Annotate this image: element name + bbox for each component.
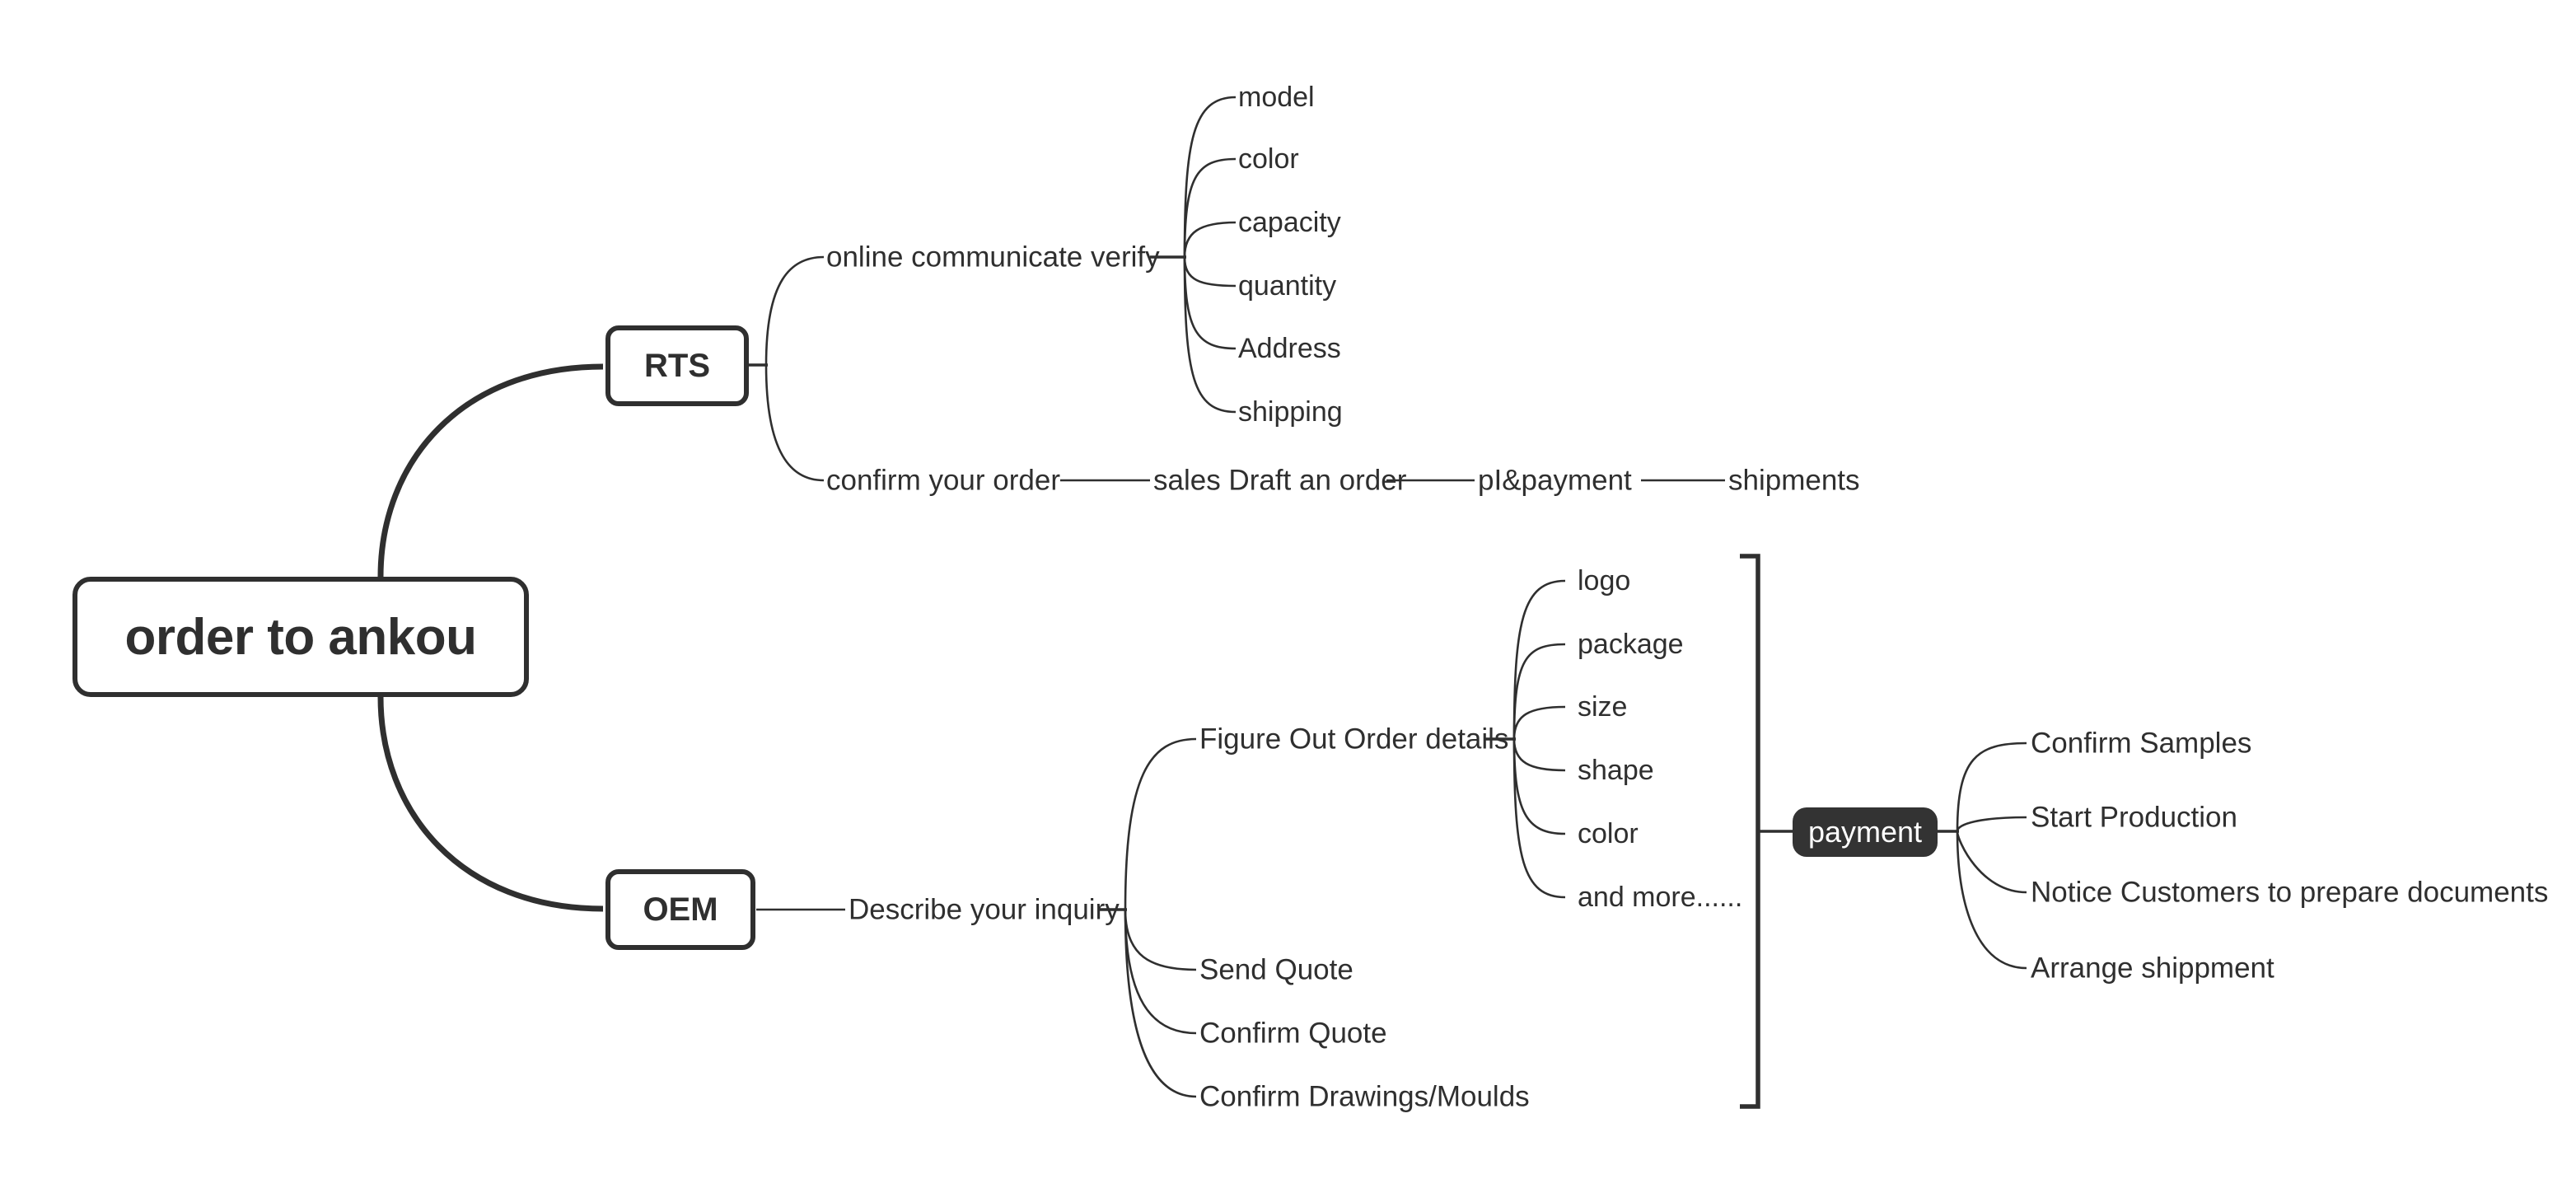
label-arrange-shippment[interactable]: Arrange shippment [2031, 952, 2274, 985]
branch-node-rts-label: RTS [644, 347, 710, 384]
label-quantity[interactable]: quantity [1238, 270, 1337, 302]
label-send-quote[interactable]: Send Quote [1199, 953, 1353, 986]
label-confirm-your-order[interactable]: confirm your order [826, 464, 1060, 497]
label-model[interactable]: model [1238, 82, 1315, 113]
link-food-to-size [1512, 705, 1566, 740]
link-dyi-to-confirm-quote [1124, 909, 1197, 1035]
label-size[interactable]: size [1578, 691, 1628, 723]
link-payment-to-start-production [1956, 816, 2027, 832]
label-online-communicate-verify[interactable]: online communicate verify [826, 241, 1160, 274]
label-address[interactable]: Address [1238, 333, 1341, 364]
branch-node-oem-label: OEM [643, 891, 718, 928]
label-shape[interactable]: shape [1578, 755, 1654, 786]
label-package[interactable]: package [1578, 629, 1684, 660]
label-figure-out-order-details[interactable]: Figure Out Order details [1199, 723, 1509, 756]
root-node-label: order to ankou [124, 608, 477, 666]
label-logo[interactable]: logo [1578, 565, 1631, 597]
node-payment[interactable]: payment [1793, 807, 1938, 857]
link-rts-to-confirm-your-order [764, 364, 825, 482]
link-ocv-to-quantity [1183, 256, 1237, 288]
link-food-to-shape [1512, 738, 1566, 772]
link-food-to-and-more [1512, 738, 1566, 899]
link-dyi-to-figure-out-order-details [1124, 737, 1197, 910]
root-node[interactable]: order to ankou [72, 577, 529, 697]
label-capacity[interactable]: capacity [1238, 207, 1341, 238]
link-ocv-to-address [1183, 256, 1237, 350]
link-payment-to-notice-customers [1956, 830, 2027, 894]
link-ocv-to-capacity [1183, 221, 1237, 258]
link-food-to-package [1512, 643, 1566, 740]
label-confirm-drawings-moulds[interactable]: Confirm Drawings/Moulds [1199, 1080, 1530, 1113]
link-rts-to-online-communicate-verify [764, 255, 825, 366]
link-root-to-rts [377, 363, 604, 578]
link-food-to-color [1512, 738, 1566, 835]
node-payment-label: payment [1807, 815, 1923, 849]
label-start-production[interactable]: Start Production [2031, 801, 2237, 834]
label-pi-payment[interactable]: pI&payment [1478, 464, 1632, 497]
label-sales-draft-an-order[interactable]: sales Draft an order [1153, 464, 1407, 497]
label-confirm-quote[interactable]: Confirm Quote [1199, 1017, 1387, 1050]
link-root-to-oem [377, 696, 604, 912]
branch-node-oem[interactable]: OEM [605, 869, 755, 950]
grouping-bracket [1740, 554, 1760, 1109]
label-color[interactable]: color [1238, 143, 1299, 175]
link-ocv-to-model [1183, 96, 1237, 258]
branch-node-rts[interactable]: RTS [605, 325, 749, 406]
label-shipments[interactable]: shipments [1728, 464, 1860, 497]
label-and-more[interactable]: and more...... [1578, 882, 1743, 913]
label-color-oem[interactable]: color [1578, 818, 1639, 849]
link-payment-to-arrange-shippment [1956, 830, 2027, 970]
link-dyi-to-confirm-drawings-moulds [1124, 909, 1197, 1098]
link-dyi-to-send-quote [1124, 909, 1197, 971]
label-shipping[interactable]: shipping [1238, 396, 1343, 428]
link-food-to-logo [1512, 579, 1566, 740]
label-confirm-samples[interactable]: Confirm Samples [2031, 727, 2252, 760]
link-payment-to-confirm-samples [1956, 742, 2027, 832]
label-describe-your-inquiry[interactable]: Describe your inquiry [849, 893, 1120, 926]
label-notice-customers-to-prepare-documents[interactable]: Notice Customers to prepare documents [2031, 876, 2549, 909]
link-ocv-to-color [1183, 157, 1237, 258]
link-ocv-to-shipping [1183, 256, 1237, 414]
